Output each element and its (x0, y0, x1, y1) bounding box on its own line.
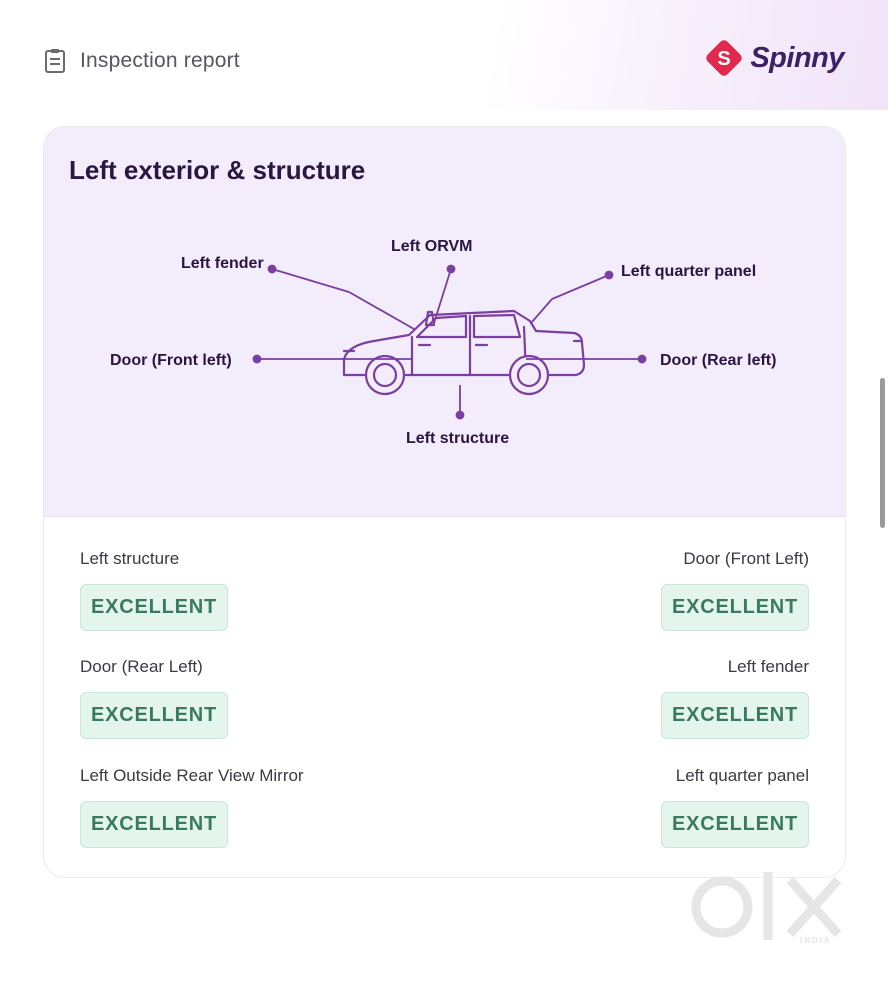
condition-label: Left Outside Rear View Mirror (80, 766, 304, 785)
condition-label: Left fender (727, 657, 809, 676)
watermark-subtext: INDIA (800, 936, 832, 945)
condition-item-door-front-left: Door (Front Left) (509, 549, 809, 569)
status-badge: EXCELLENT (661, 584, 809, 631)
svg-text:S: S (718, 48, 731, 70)
diagram-panel: Left exterior & structure (44, 127, 845, 517)
condition-item-left-fender: Left fender (509, 657, 809, 677)
scrollbar[interactable] (880, 378, 885, 528)
page-header: Inspection report (44, 44, 240, 78)
page-title: Inspection report (80, 49, 240, 72)
label-left-structure: Left structure (406, 430, 509, 447)
label-left-orvm: Left ORVM (391, 238, 472, 255)
condition-label: Door (Front Left) (683, 549, 809, 568)
condition-item-left-orvm: Left Outside Rear View Mirror (80, 766, 400, 786)
condition-item-left-structure: Left structure (80, 549, 380, 569)
car-diagram: Left fender Left ORVM Left quarter panel… (110, 238, 776, 447)
section-title: Left exterior & structure (69, 155, 366, 185)
status-badge: EXCELLENT (661, 692, 809, 739)
diagram-pointers (252, 264, 647, 420)
inspection-card: Left exterior & structure (43, 126, 846, 878)
label-left-fender: Left fender (181, 255, 264, 272)
spinny-logo-icon: S (706, 40, 743, 76)
olx-watermark-icon (691, 872, 842, 940)
status-badge: EXCELLENT (661, 801, 809, 848)
status-badge: EXCELLENT (80, 801, 228, 848)
brand-logo: S Spinny (704, 36, 844, 80)
condition-item-door-rear-left: Door (Rear Left) (80, 657, 380, 677)
label-door-rear-left: Door (Rear left) (660, 352, 776, 369)
condition-label: Left quarter panel (675, 766, 809, 785)
status-badge: EXCELLENT (80, 692, 228, 739)
label-door-front-left: Door (Front left) (110, 352, 232, 369)
condition-label: Left structure (80, 549, 180, 568)
car-outline-icon (342, 309, 586, 396)
status-badge: EXCELLENT (80, 584, 228, 631)
label-left-quarter-panel: Left quarter panel (621, 263, 756, 280)
condition-label: Door (Rear Left) (80, 657, 203, 676)
brand-name: Spinny (750, 41, 844, 74)
clipboard-icon (45, 49, 65, 73)
condition-item-left-quarter-panel: Left quarter panel (509, 766, 809, 786)
